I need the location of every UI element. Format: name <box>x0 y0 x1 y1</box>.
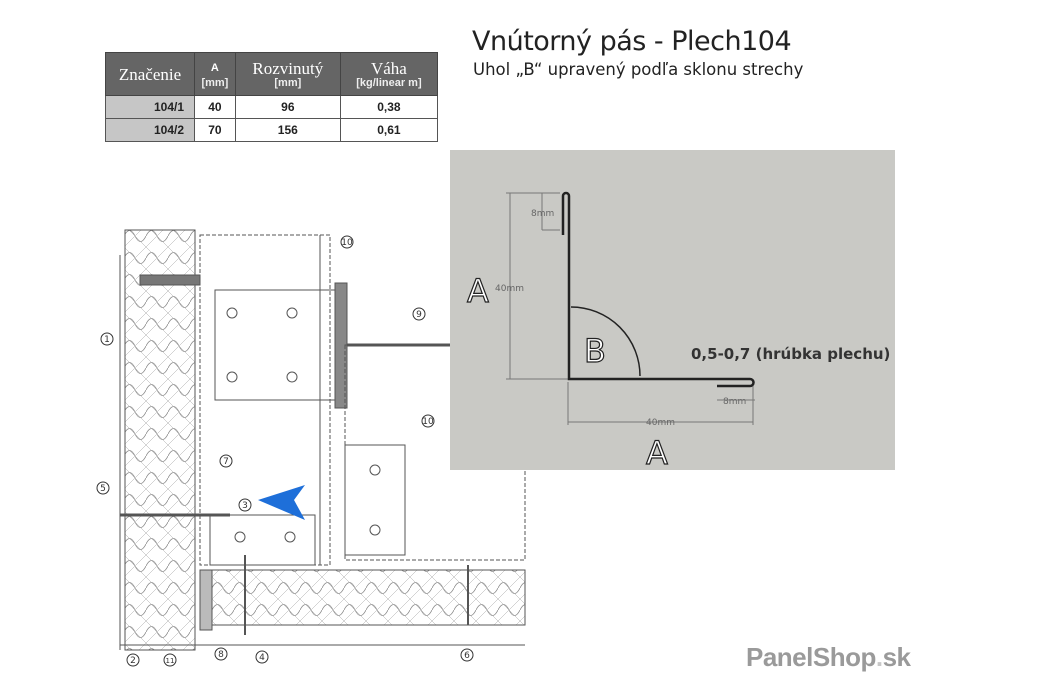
header-vaha: Váha[kg/linear m] <box>339 52 439 96</box>
dim-horizontal: 40mm <box>646 418 675 428</box>
table-row: 104/2 70 156 0,61 <box>105 118 439 142</box>
cell-code: 104/1 <box>105 95 195 119</box>
cell-a: 70 <box>194 118 236 142</box>
angle-b-arc <box>570 306 641 377</box>
dim-bottom-fold: 8mm <box>723 397 746 407</box>
header-label: Váha <box>370 58 407 78</box>
section-drawing: 10 9 10 1 7 5 3 2 11 8 4 6 <box>96 229 526 667</box>
header-label: A <box>210 61 219 74</box>
callout-number: 6 <box>464 651 470 661</box>
header-unit: [kg/linear m] <box>356 76 422 89</box>
header-rozvinuty: Rozvinutý[mm] <box>234 52 341 96</box>
callout-1: 1 <box>100 332 114 346</box>
callout-2: 2 <box>126 653 140 667</box>
cell-a: 40 <box>194 95 236 119</box>
profile-panel: 8mm 40mm 8mm 40mm A B A 0,5-0,7 (hrúbka … <box>450 150 895 473</box>
callout-number: 9 <box>416 310 422 320</box>
spec-table: Značenie A[mm] Rozvinutý[mm] Váha[kg/lin… <box>105 52 439 142</box>
callout-number: 7 <box>223 457 229 467</box>
label-a-vertical: A <box>467 272 489 310</box>
cell-rozvinuty: 156 <box>234 118 341 142</box>
sheet-profile <box>561 191 755 388</box>
profile-diagram: 8mm 40mm 8mm 40mm A B A 0,5-0,7 (hrúbka … <box>466 191 890 473</box>
pointer-arrow-icon <box>258 485 305 520</box>
header-unit: [mm] <box>201 76 229 89</box>
callout-number: 11 <box>166 657 175 665</box>
callout-11: 11 <box>163 653 177 667</box>
cell-vaha: 0,61 <box>339 118 439 142</box>
header-label: Rozvinutý <box>252 58 324 78</box>
callout-4: 4 <box>255 650 269 664</box>
cell-code: 104/2 <box>105 118 195 142</box>
thickness-label: 0,5-0,7 (hrúbka plechu) <box>691 345 890 363</box>
callout-9: 9 <box>412 307 426 321</box>
roof-insulation <box>199 569 526 626</box>
cell-rozvinuty: 96 <box>234 95 341 119</box>
callout-number: 8 <box>218 650 224 660</box>
callout-number: 10 <box>341 238 353 248</box>
table-header-row: Značenie A[mm] Rozvinutý[mm] Váha[kg/lin… <box>105 52 439 96</box>
page-subtitle: Uhol „B“ upravený podľa sklonu strechy <box>473 60 804 79</box>
watermark-brand: PanelShop <box>746 642 876 672</box>
connection-plate-top <box>214 289 336 401</box>
callout-3: 3 <box>238 498 252 512</box>
label-b: B <box>584 332 606 370</box>
callout-number: 1 <box>104 335 110 345</box>
callout-number: 5 <box>100 484 106 494</box>
callout-10b: 10 <box>421 414 435 428</box>
beam <box>344 344 526 561</box>
callout-number: 3 <box>242 501 248 511</box>
callout-number: 10 <box>422 417 434 427</box>
dim-top-fold: 8mm <box>531 209 554 219</box>
callout-6: 6 <box>460 648 474 662</box>
dimension-lines <box>506 192 755 425</box>
cell-vaha: 0,38 <box>339 95 439 119</box>
watermark: PanelShop.sk <box>746 642 911 673</box>
callout-10: 10 <box>340 235 354 249</box>
callout-number: 2 <box>130 656 136 666</box>
header-label: Značenie <box>118 64 182 84</box>
table-row: 104/1 40 96 0,38 <box>105 95 439 119</box>
callout-5: 5 <box>96 481 110 495</box>
header-a: A [mm] <box>194 52 236 96</box>
watermark-dot: . <box>875 642 883 672</box>
callout-8: 8 <box>214 647 228 661</box>
dim-vertical: 40mm <box>495 284 524 294</box>
connection-plate-bottom <box>209 514 316 566</box>
callout-7: 7 <box>219 454 233 468</box>
wall-insulation <box>124 229 196 651</box>
header-znacenie: Značenie <box>105 52 195 96</box>
page-title: Vnútorný pás - Plech104 <box>472 26 792 57</box>
header-unit: [mm] <box>274 76 302 89</box>
label-a-horizontal: A <box>646 434 668 470</box>
callout-number: 4 <box>259 653 265 663</box>
watermark-tld: sk <box>882 642 911 672</box>
